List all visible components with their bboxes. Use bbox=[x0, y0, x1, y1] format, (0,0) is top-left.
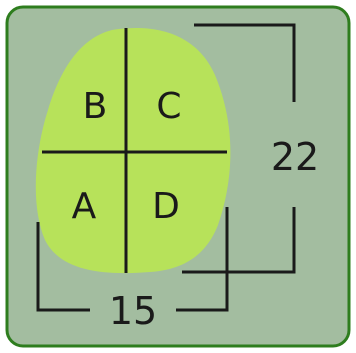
region-label-bottom-right: D bbox=[152, 186, 180, 227]
region-label-bottom-left: A bbox=[72, 186, 97, 227]
region-label-top-left: B bbox=[83, 86, 108, 127]
width-dimension-label: 15 bbox=[109, 289, 157, 333]
height-dimension-label: 22 bbox=[271, 135, 319, 179]
region-label-top-right: C bbox=[156, 86, 181, 127]
